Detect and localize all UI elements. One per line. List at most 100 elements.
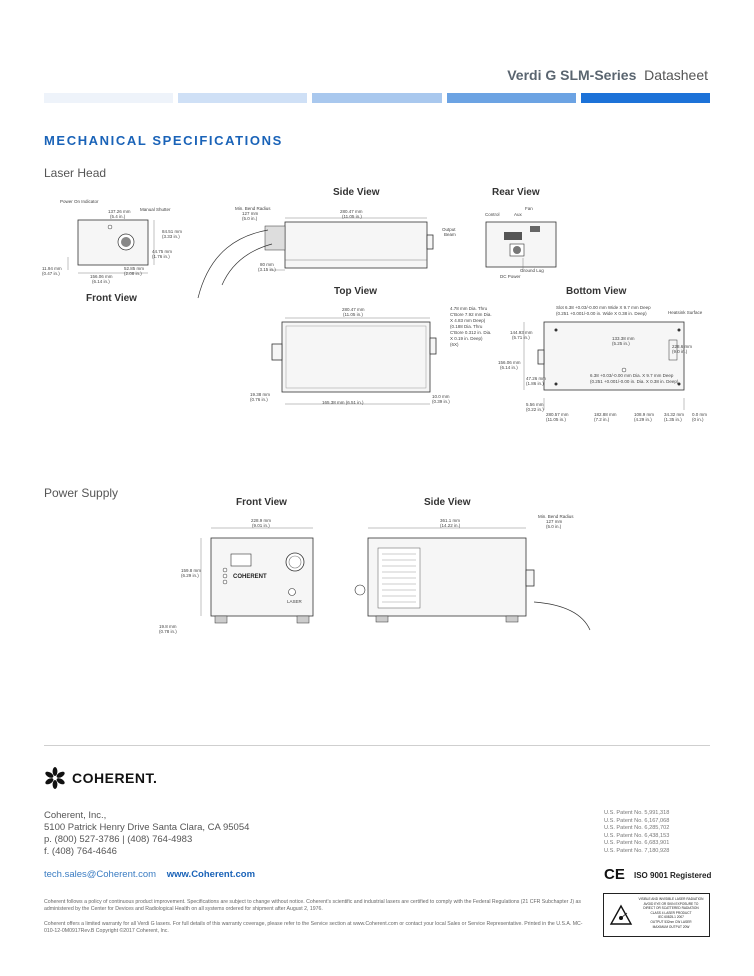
dim-label: 34.32 mm: [664, 412, 685, 417]
bend-radius-label: Min. Bend Radius: [235, 206, 271, 211]
dim-label: 108.9 mm: [634, 412, 655, 417]
ps-front-view-title: Front View: [236, 497, 287, 508]
color-bar-1: [44, 93, 174, 103]
dim-label: (0 in.): [692, 417, 704, 422]
dim-label: (11.05 in.): [546, 417, 566, 422]
doc-type: Datasheet: [644, 67, 708, 83]
dim-label: (2.08 in.): [124, 271, 142, 276]
dim-label: 10.0 mm: [432, 394, 450, 399]
hole-spec: (0.251 +0.001/-0.00 in. Dia. X 0.38 in. …: [590, 379, 679, 384]
website-link[interactable]: www.Coherent.com: [166, 869, 256, 880]
warning-text: VISIBLE AND INVISIBLE LASER RADIATION AV…: [636, 897, 706, 929]
ps-side-drawing: [354, 527, 591, 631]
patent-item: U.S. Patent No. 6,167,068: [604, 817, 670, 824]
patent-item: U.S. Patent No. 6,683,901: [604, 840, 670, 847]
phone-line: p. (800) 527-3786 | (408) 764-4983: [44, 834, 193, 845]
power-supply-label: Power Supply: [44, 486, 119, 500]
hole-spec: (6X): [450, 342, 459, 347]
side-view-title: Side View: [333, 187, 380, 198]
dim-label: 280.47 mm: [342, 307, 365, 312]
ce-mark: CE: [604, 866, 625, 883]
output-beam-label: Output: [442, 227, 456, 232]
dim-label: (5.71 in.): [512, 335, 530, 340]
dim-label: (7.2 in.): [594, 417, 610, 422]
power-on-indicator-label: Power On Indicator: [60, 199, 99, 204]
dim-label: 127 mm: [242, 211, 259, 216]
patent-item: U.S. Patent No. 6,285,702: [604, 825, 670, 832]
dim-label: 133.38 mm: [612, 336, 635, 341]
dim-label: (11.05 in.): [343, 312, 363, 317]
warning-line: DIRECT OR SCATTERED RADIATION: [643, 906, 699, 911]
patent-list: U.S. Patent No. 5,991,318 U.S. Patent No…: [604, 810, 669, 856]
dim-label: 361.1 mm: [440, 518, 461, 523]
laser-head-front-view: Power On Indicator Manual Shutter 137.26…: [42, 195, 190, 305]
bottom-view-drawing: [523, 321, 685, 410]
dim-label: (3.33 in.): [162, 234, 180, 239]
laser-head-bottom-view: Slot 6.38 +0.03/-0.00 mm Wide X 9.7 mm D…: [494, 300, 710, 440]
dim-label: 228.6 mm: [672, 344, 693, 349]
dim-label: 19.38 mm: [250, 392, 271, 397]
email-link[interactable]: tech.sales@Coherent.com: [44, 869, 157, 880]
address-line: 5100 Patrick Henry Drive Santa Clara, CA…: [44, 822, 250, 833]
hole-spec: (0.188 Dia. Thru: [450, 324, 483, 329]
disclaimer-text: Coherent follows a policy of continuous …: [44, 899, 582, 912]
dim-label: (4.29 in.): [634, 417, 652, 422]
dim-label: 144.93 mm: [510, 330, 533, 335]
laser-head-label: Laser Head: [44, 166, 107, 180]
top-view-drawing: [271, 317, 437, 405]
warning-line: AVOID EYE OR SKIN EXPOSURE TO: [643, 901, 699, 906]
patent-item: U.S. Patent No. 7,180,928: [604, 847, 670, 854]
product-title: Verdi G SLM-Series: [507, 67, 637, 83]
ps-front-drawing: [200, 527, 314, 624]
bend-radius-label: Min. Bend Radius: [538, 514, 574, 519]
dim-label: (0.78 in.): [159, 629, 177, 634]
company-address: Coherent, Inc., 5100 Patrick Henry Drive…: [44, 810, 249, 858]
dc-power-label: DC Power: [500, 274, 521, 279]
dim-label: 159.8 mm: [181, 568, 202, 573]
side-view-drawing: [197, 217, 434, 299]
dim-label: (1.76 in.): [152, 254, 170, 259]
dim-label: (1.86 in.): [526, 381, 544, 386]
laser-head-top-view: 280.47 mm (11.05 in.) 4.78 mm Dia. Thru …: [250, 300, 492, 415]
footer-divider: [44, 745, 710, 746]
ground-lug-label: Ground Lug: [520, 268, 544, 273]
dim-label: 80 mm: [260, 262, 274, 267]
dim-label: (0.47 in.): [42, 271, 60, 276]
iso-badge: ISO 9001 Registered: [634, 871, 712, 880]
slot-spec: (0.251 +0.001/-0.00 in. Wide X 0.38 in. …: [556, 311, 647, 316]
dim-label: 19.8 mm: [159, 624, 177, 629]
front-view-drawing: [67, 219, 155, 274]
address-line: Coherent, Inc.,: [44, 810, 107, 821]
fan-label: Fan: [525, 206, 533, 211]
dim-label: (1.35 in.): [664, 417, 682, 422]
dim-label: (5.4 in.): [110, 214, 126, 219]
control-label: Control: [485, 212, 500, 217]
dim-label: (5.0 in.): [242, 216, 258, 221]
heatsink-label: Heatsink Surface: [668, 310, 703, 315]
dim-label: 127 mm: [546, 519, 563, 524]
hole-spec: 6.38 +0.03/-0.00 mm Dia. X 9.7 mm Deep: [590, 373, 674, 378]
dim-label: (0.76 in.): [250, 397, 268, 402]
dim-label: (9.01 in.): [252, 523, 270, 528]
header-color-bars: [44, 93, 711, 103]
patent-item: U.S. Patent No. 5,991,318: [604, 810, 670, 816]
dim-label: 165.38 mm (6.51 in.): [322, 400, 364, 405]
dim-label: 280.57 mm: [546, 412, 569, 417]
warning-line: MAXIMUM OUTPUT 20W: [652, 924, 690, 929]
laser-head-rear-view: Control Aux Fan Ground Lug DC Power: [480, 200, 570, 285]
dim-label: (5.25 in.): [612, 341, 630, 346]
dim-label: (3.15 in.): [258, 267, 276, 272]
top-view-title: Top View: [334, 286, 377, 297]
dim-label: 156.06 mm: [90, 274, 113, 279]
coherent-logo: COHERENT.: [44, 767, 157, 789]
contact-links: tech.sales@Coherent.com www.Coherent.com: [44, 869, 255, 880]
power-supply-front-view: 228.9 mm (9.01 in.) 159.8 mm (6.29 in.) …: [155, 512, 325, 642]
laser-warning-label: VISIBLE AND INVISIBLE LASER RADIATION AV…: [603, 893, 710, 937]
color-bar-3: [312, 93, 442, 103]
power-supply-side-view: 361.1 mm (14.22 in.) Min. Bend Radius 12…: [350, 512, 600, 642]
rear-view-title: Rear View: [492, 187, 540, 198]
dim-label: (6.14 in.): [92, 279, 110, 284]
warning-line: IEC 60825-1 2007: [658, 915, 684, 920]
manual-shutter-label: Manual Shutter: [140, 207, 171, 212]
dim-label: (14.22 in.): [440, 523, 461, 528]
